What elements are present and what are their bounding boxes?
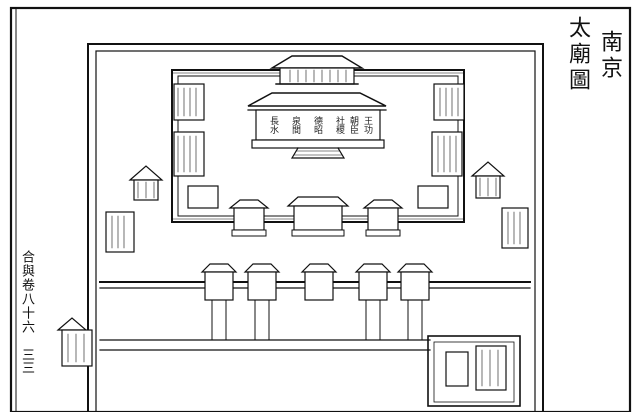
lower-right-enclosure [427, 335, 521, 407]
plaque-column-3: 德昭 [312, 116, 322, 134]
gate-row [200, 263, 434, 301]
main-hall [247, 92, 387, 159]
lower-left-pavilion [56, 317, 93, 367]
inner-gate-left [228, 199, 270, 237]
volume-note: 合與卷八十六 [19, 250, 34, 334]
walkways [99, 299, 431, 351]
inner-side-halls-right [417, 83, 465, 209]
outer-side-hall-right [501, 207, 529, 249]
rear-hall [269, 55, 365, 85]
pavilion-left [128, 165, 164, 201]
inner-gate-center [286, 196, 350, 237]
plaque-column-2: 泉間 [290, 116, 300, 134]
outer-side-hall-left [105, 211, 135, 253]
title-location: 南京 [597, 30, 622, 82]
page-frame [9, 6, 632, 412]
pavilion-right [470, 161, 506, 199]
plaque-column-1: 長水 [268, 116, 278, 134]
plaque-column-4: 社稷 [334, 116, 344, 134]
plaque-column-5: 朝臣 [348, 116, 358, 134]
outer-wall [87, 43, 544, 412]
page-number: 三三 [19, 348, 34, 374]
title-name: 太廟圖 [565, 16, 590, 94]
inner-side-halls-left [173, 83, 219, 209]
plaque-column-6: 王功 [362, 116, 372, 134]
inner-gate-right [362, 199, 404, 237]
